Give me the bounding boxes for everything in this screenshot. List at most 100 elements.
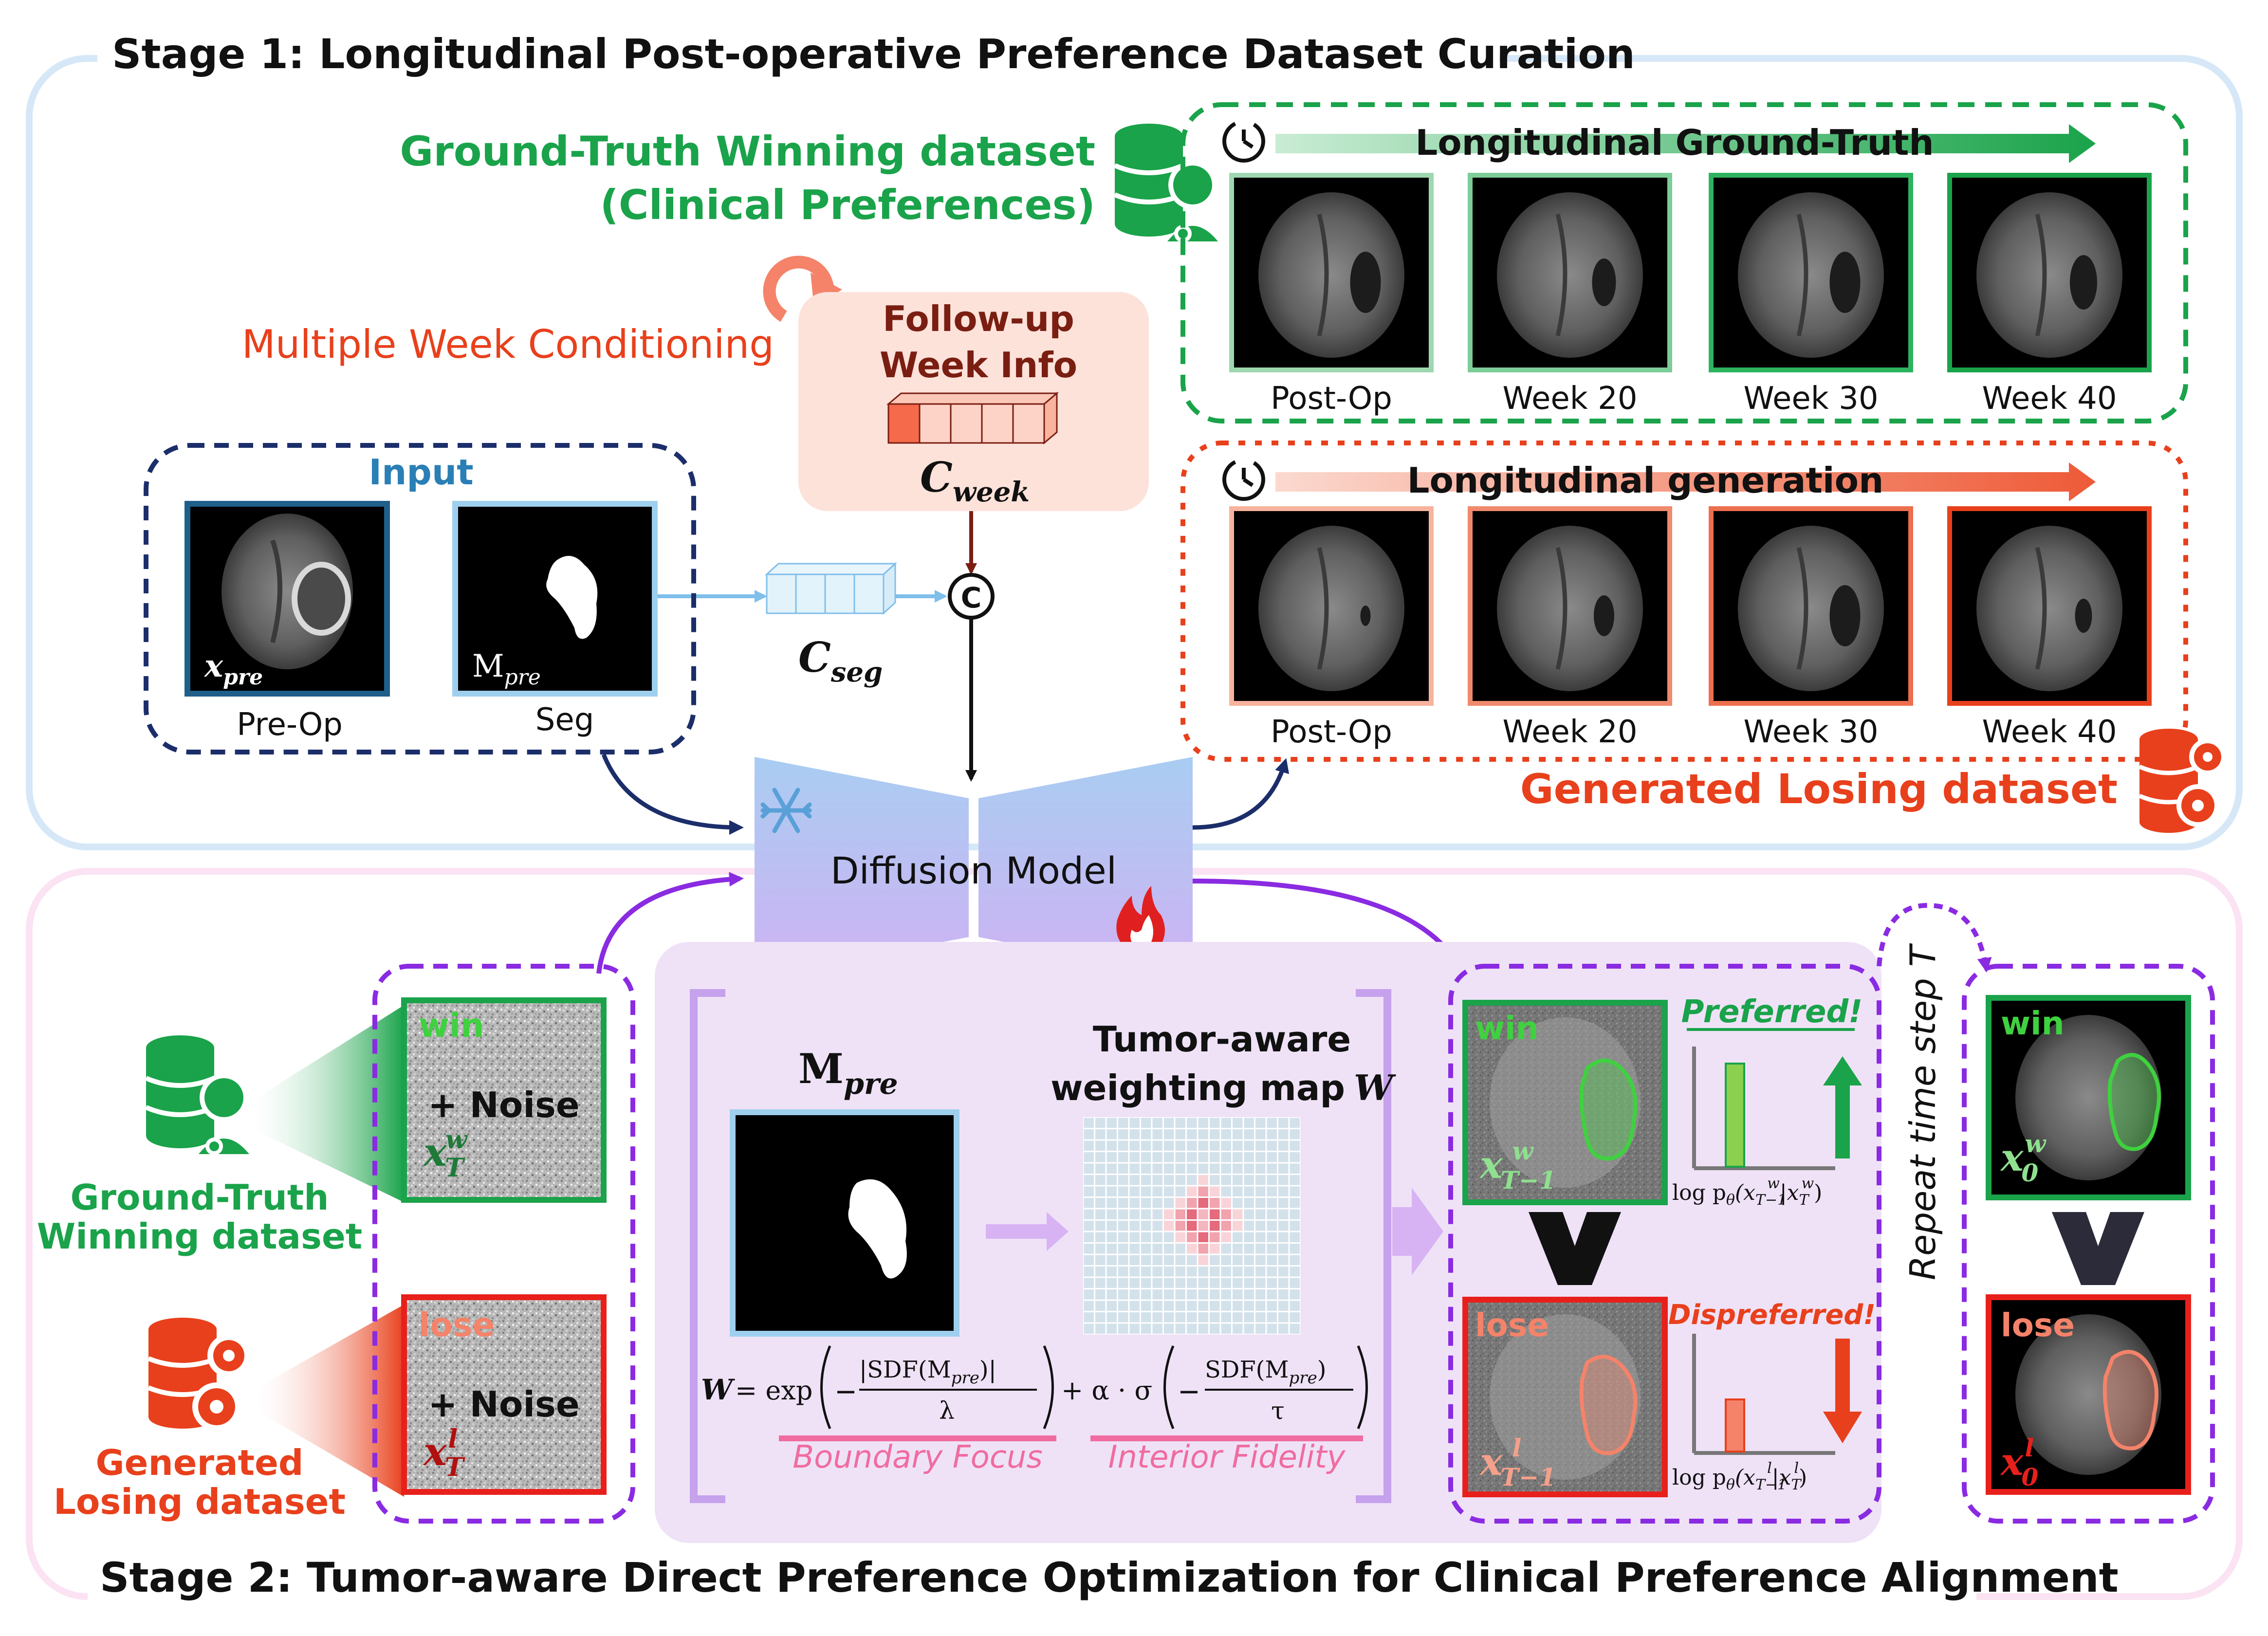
left-gt-line1: Ground-Truth [70, 1177, 329, 1218]
model-label: Diffusion Model [830, 849, 1117, 892]
mask-to-map-arrow [986, 1212, 1069, 1251]
output-win-image [1462, 1000, 1668, 1205]
gt-timeline-arrow [1275, 124, 2096, 163]
gt_panel-image-0 [1229, 173, 1434, 372]
greater-than-symbol [2052, 1212, 2144, 1285]
gen_panel-label-3: Week 40 [1982, 714, 2117, 750]
svg-text:C: C [961, 581, 982, 614]
gen_panel-label-1: Week 20 [1502, 714, 1637, 750]
model-to-gen-arrow [1192, 758, 1290, 830]
clock-icon [1222, 458, 1265, 501]
gear-database-icon [2139, 729, 2226, 833]
final-lose-image [1986, 1294, 2191, 1495]
noise-to-model-arrow [596, 872, 744, 974]
followup-line2: Week Info [880, 345, 1077, 386]
gt_panel-label-3: Week 40 [1982, 381, 2117, 417]
svg-text:W: W [701, 1373, 735, 1406]
svg-text:= exp: = exp [735, 1375, 812, 1406]
gen_panel-image-3 [1947, 506, 2152, 706]
gen_panel-image-0 [1229, 506, 1434, 706]
logp-w: log pθ(xT−1w|xTw) [1672, 1175, 1822, 1209]
left-gen-line2: Losing dataset [54, 1481, 346, 1522]
repeat-arrow [1877, 902, 1992, 973]
multi-week-conditioning: Multiple Week Conditioning [242, 322, 774, 367]
input-panel [144, 443, 696, 754]
fire-icon [1116, 886, 1165, 956]
svg-text:λ: λ [939, 1397, 955, 1425]
weighting-formula: W = exp |SDF(Mpre)| λ + α · σ SDF(Mpre) … [701, 1345, 1368, 1429]
gen-panel-title: Longitudinal generation [1407, 460, 1884, 501]
preferred-label: Preferred! [1681, 994, 1863, 1030]
interior-fidelity: Interior Fidelity [1108, 1439, 1346, 1475]
gear-database-icon [148, 1318, 250, 1431]
gt-panel-title: Longitudinal Ground-Truth [1415, 122, 1934, 163]
gt_panel-image-1 [1468, 173, 1672, 372]
output-lose-tag: lose [1475, 1306, 1549, 1344]
green-beam [253, 1005, 404, 1202]
concat-icon: C [948, 573, 995, 620]
gt_panel-image-3 [1947, 173, 2152, 372]
x0-w: x0w [2000, 1129, 2047, 1187]
red-beam [258, 1305, 404, 1497]
center-seg-image [730, 1109, 959, 1337]
greater-than-symbol [1529, 1212, 1621, 1285]
followup-line1: Follow-up [883, 298, 1074, 339]
doctor-database-icon [145, 1035, 253, 1156]
svg-text:SDF(Mpre): SDF(Mpre) [1205, 1356, 1326, 1388]
loop-arrow-icon [763, 256, 834, 322]
final-lose-tag: lose [2001, 1306, 2075, 1344]
gen-timeline-arrow [1275, 462, 2096, 501]
x-pre: xpre [203, 648, 263, 690]
gen_panel-label-0: Post-Op [1271, 714, 1392, 750]
gt-panel [1180, 102, 2188, 423]
gen-dataset-label: Generated Losing dataset [1520, 765, 2118, 813]
noisy-win-noise: + Noise [428, 1085, 579, 1125]
repeat-label: Repeat time step T [1902, 943, 1943, 1280]
gt_panel-label-2: Week 30 [1743, 381, 1878, 417]
dispreferred-label: Dispreferred! [1668, 1299, 1876, 1331]
weighting-map-grid [1083, 1117, 1301, 1335]
output-lose-image [1462, 1297, 1668, 1497]
m-pre: Mpre [472, 648, 541, 690]
preop-image [184, 501, 390, 697]
noisy-win-tag: win [419, 1007, 484, 1045]
gen_panel-image-1 [1468, 506, 1672, 706]
gt_panel-label-1: Week 20 [1502, 381, 1637, 417]
noisy-win-image [401, 997, 607, 1203]
input-to-model-arrow [601, 754, 744, 835]
output-win-tag: win [1475, 1010, 1539, 1047]
clock-icon [1222, 120, 1265, 163]
svg-text:|SDF(Mpre)|: |SDF(Mpre)| [859, 1356, 996, 1388]
left-gen-line1: Generated [96, 1442, 304, 1483]
dispreferred-chart [1692, 1334, 1862, 1455]
gt_panel-image-2 [1709, 173, 1913, 372]
stage1-title: Stage 1: Longitudinal Post-operative Pre… [112, 30, 1635, 78]
svg-text:+ α · σ: + α · σ [1061, 1375, 1152, 1406]
doctor-database-icon [1114, 124, 1222, 243]
noisy-lose-image [401, 1294, 607, 1495]
input-title: Input [369, 452, 473, 493]
final-win-tag: win [2001, 1005, 2065, 1042]
c-seg: Cseg [798, 633, 883, 688]
seg-image [452, 501, 658, 697]
gen_panel-image-2 [1709, 506, 1913, 706]
noisy-lose-tag: lose [419, 1306, 495, 1344]
week-embedding-icon [886, 391, 1059, 445]
noisy-input-panel [372, 964, 635, 1524]
final-panel [1962, 964, 2215, 1524]
left-gt-line2: Winning dataset [37, 1216, 362, 1257]
gt_panel-label-0: Post-Op [1271, 381, 1392, 417]
snowflake-icon [760, 788, 812, 833]
seg-label: Seg [535, 702, 594, 738]
x-t-l: xTl [423, 1424, 465, 1482]
noisy-lose-noise: + Noise [428, 1384, 579, 1425]
preferred-chart [1692, 1047, 1862, 1170]
output-panel [1448, 964, 1881, 1524]
preop-label: Pre-Op [237, 707, 343, 743]
x0-l: x0l [2000, 1434, 2039, 1491]
gt-dataset-line1: Ground-Truth Winning dataset [400, 128, 1095, 175]
gt-dataset-line2: (Clinical Preferences) [600, 181, 1095, 229]
logp-l: log pθ(xT−1l|xTl) [1672, 1460, 1807, 1493]
